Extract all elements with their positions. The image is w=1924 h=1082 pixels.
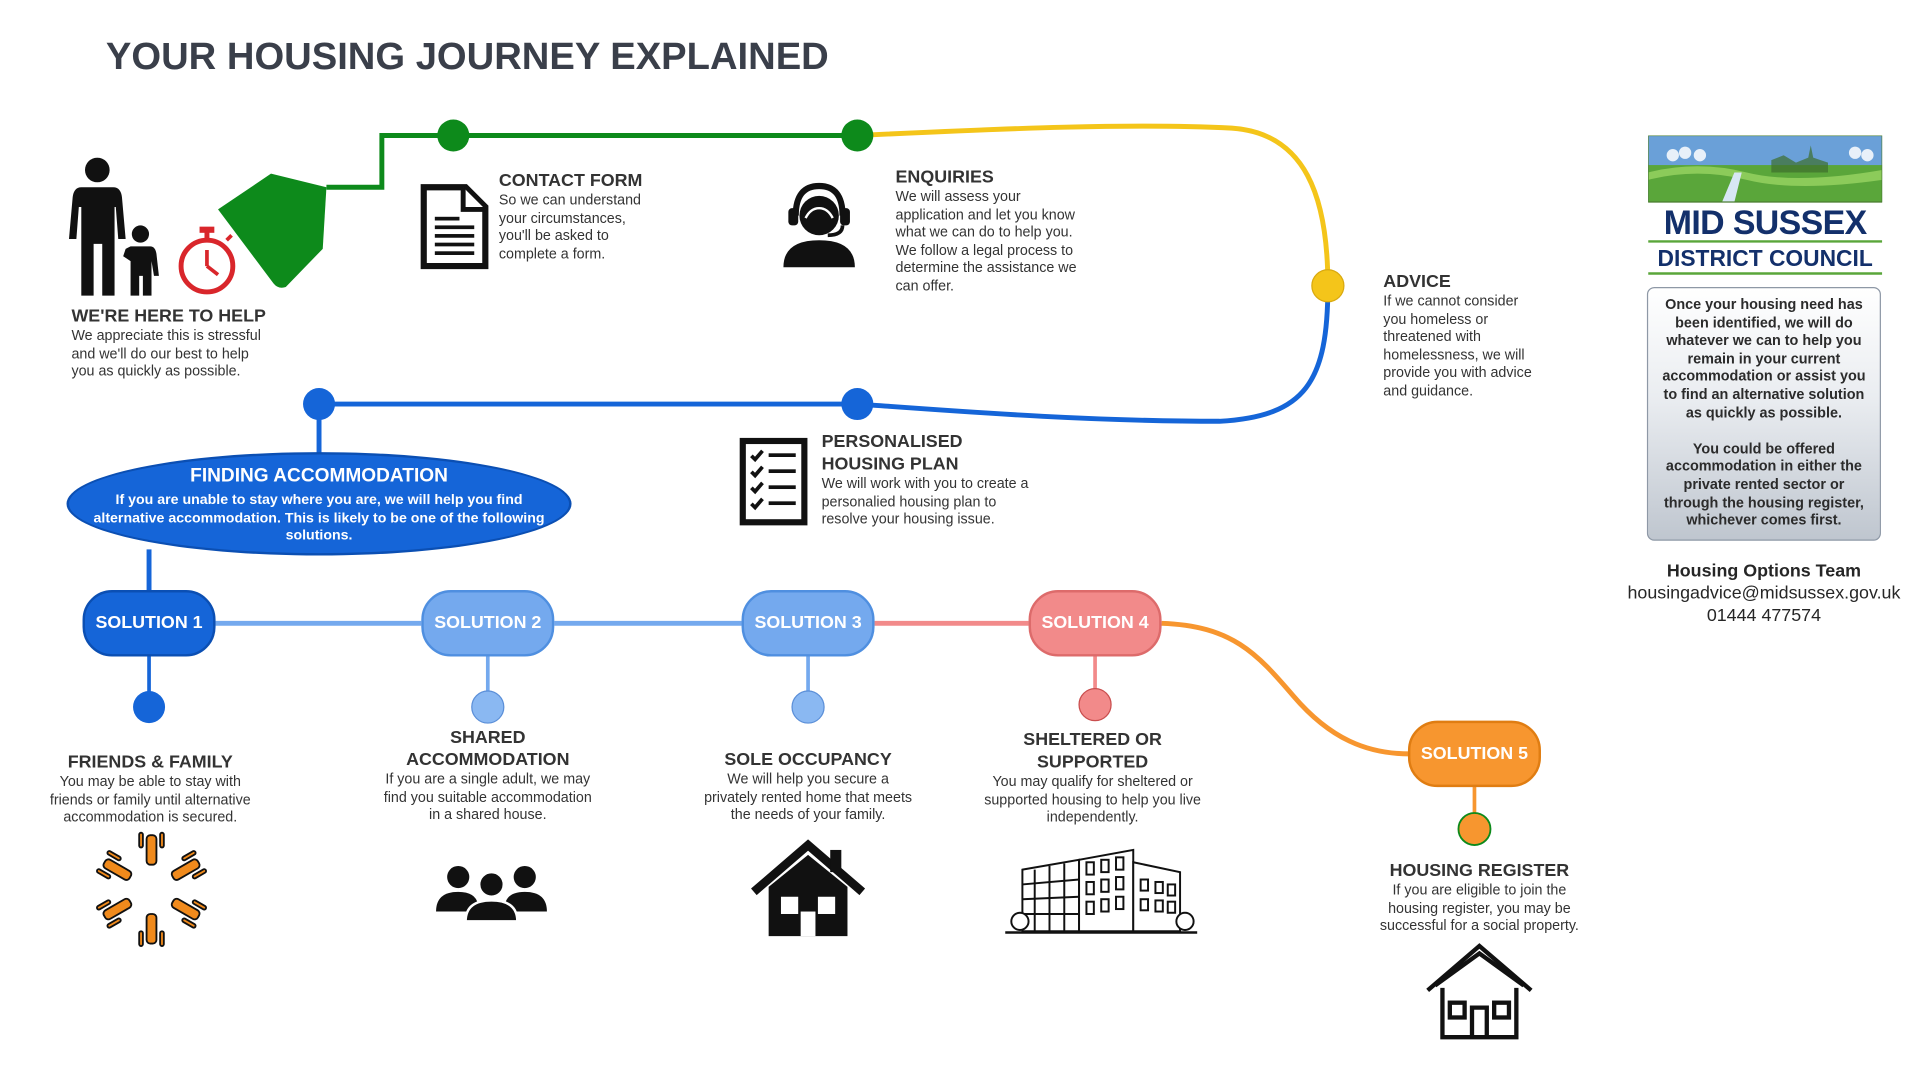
solution-4-button: SOLUTION 4 [1028,590,1162,657]
solution-4-title-line2: SUPPORTED [1037,752,1149,773]
solution-1-button: SOLUTION 1 [82,590,216,657]
council-subtitle: DISTRICT COUNCIL [1657,245,1873,271]
solution-1-title: FRIENDS & FAMILY [67,752,233,773]
stage-advice: ADVICE If we cannot consider you homeles… [1383,271,1580,401]
stage-help-text: We appreciate this is stressful and we'l… [71,327,261,380]
solution-5-details: HOUSING REGISTER If you are eligible to … [1356,860,1602,936]
solution-3-button: SOLUTION 3 [741,590,875,657]
stage-plan: PERSONALISED HOUSING PLAN We will work w… [822,431,1068,529]
stage-advice-text: If we cannot consider you homeless or th… [1383,293,1532,400]
stage-contact-form-text: So we can understand your circumstances,… [498,192,641,263]
hands-circle-icon [96,831,207,947]
stage-contact-form-title: CONTACT FORM [498,171,643,191]
call-center-icon [783,182,855,268]
solution-3-title: SOLE OCCUPANCY [724,750,892,770]
stage-contact-form: CONTACT FORM So we can understand your c… [499,170,684,264]
solution-3-details: SOLE OCCUPANCY We will help you secure a… [685,749,931,825]
contact-email-link[interactable]: housingadvice@midsussex.gov.uk [1627,583,1901,604]
stage-advice-title: ADVICE [1383,272,1451,292]
house-outline-icon [1426,943,1533,1040]
council-logo-icon [1648,135,1883,275]
stage-plan-title-line1: PERSONALISED [821,432,963,453]
solution-4-text: You may qualify for sheltered or support… [984,773,1201,826]
solution-2-button: SOLUTION 2 [421,590,555,657]
stage-enquiries-title: ENQUIRIES [895,167,994,188]
document-icon [420,184,489,270]
solution-5-title: HOUSING REGISTER [1389,861,1570,881]
stage-enquiries: ENQUIRIES We will assess your applicatio… [896,166,1118,296]
solution-4-details: SHELTERED OR SUPPORTED You may qualify f… [969,729,1215,827]
solution-2-title-line1: SHARED [450,727,526,748]
stopwatch-icon [178,226,236,295]
team-name: Housing Options Team [1666,561,1862,582]
contact-details: Housing Options Team housingadvice@midsu… [1596,560,1924,627]
council-name: MID SUSSEX [1663,203,1867,242]
group-icon [436,865,547,923]
solution-2-title-line2: ACCOMMODATION [406,750,570,770]
solution-3-text: We will help you secure a privately rent… [704,771,913,824]
council-info-box: Once your housing need has been identifi… [1646,287,1881,541]
finding-accommodation-text: If you are unable to stay where you are,… [93,492,545,544]
house-icon [751,839,866,937]
council-info-paragraph-1: Once your housing need has been identifi… [1662,296,1866,421]
stage-help: WE'RE HERE TO HELP We appreciate this is… [71,305,317,381]
solution-2-text: If you are a single adult, we may find y… [383,771,592,824]
finding-accommodation-box: FINDING ACCOMMODATION If you are unable … [66,452,572,556]
stage-plan-text: We will work with you to create a person… [821,475,1029,528]
solution-5-button: SOLUTION 5 [1407,720,1541,788]
page-title: YOUR HOUSING JOURNEY EXPLAINED [105,34,829,78]
building-icon [1005,848,1198,934]
checklist-icon [739,437,808,526]
council-info-paragraph-2: You could be offered accommodation in ei… [1663,440,1864,529]
solution-1-details: FRIENDS & FAMILY You may be able to stay… [38,751,262,827]
solution-4-title-line1: SHELTERED OR [1023,730,1162,751]
stage-enquiries-text: We will assess your application and let … [895,188,1077,295]
solution-1-text: You may be able to stay with friends or … [49,773,251,826]
contact-phone: 01444 477574 [1706,606,1822,626]
finding-accommodation-title: FINDING ACCOMMODATION [190,465,448,487]
solution-5-text: If you are eligible to join the housing … [1379,881,1579,934]
stage-plan-title-line2: HOUSING PLAN [821,454,959,475]
green-pointer-icon [218,173,327,288]
stage-help-title: WE'RE HERE TO HELP [71,306,266,327]
family-icon [68,157,159,296]
solution-2-details: SHARED ACCOMMODATION If you are a single… [365,727,611,825]
